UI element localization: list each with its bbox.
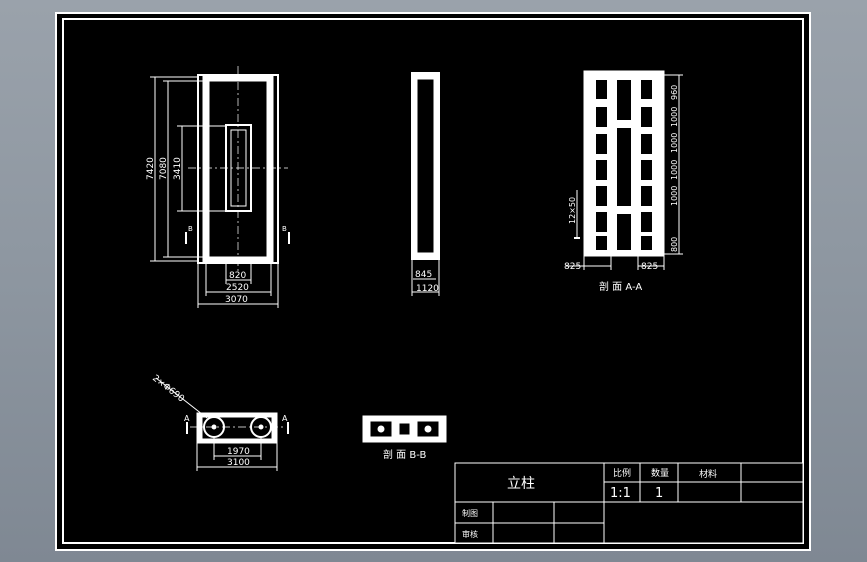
side-left-wall	[411, 72, 418, 260]
opening	[641, 160, 652, 180]
dim-label-1000-a: 1000	[670, 107, 679, 127]
section-aa-labels: 960 1000 1000 1000 1000 800 12×50 825 82…	[564, 85, 679, 293]
dim-label-3410: 3410	[173, 157, 183, 180]
section-bb	[362, 415, 447, 443]
dim-label-2520: 2520	[226, 283, 249, 293]
front-left-wall	[202, 79, 210, 259]
section-bb-hole-left	[377, 425, 385, 433]
opening	[596, 186, 607, 206]
dim-label-1120: 1120	[416, 284, 439, 294]
dim-label-800: 800	[670, 237, 679, 252]
dim-label-845: 845	[415, 270, 432, 280]
section-a-left-label: A	[184, 414, 190, 423]
dim-label-spacing: 12×50	[568, 197, 577, 224]
side-view-labels: 845 1120	[415, 270, 439, 294]
title-block	[454, 462, 804, 544]
side-view	[411, 72, 440, 296]
dim-label-7080: 7080	[159, 157, 169, 180]
front-view	[150, 66, 290, 308]
dim-label-1970: 1970	[227, 447, 250, 457]
section-aa-openings	[596, 80, 652, 250]
section-bb-center-opening	[398, 422, 411, 436]
dim-label-960: 960	[670, 85, 679, 100]
opening	[641, 80, 652, 99]
dim-label-820: 820	[229, 271, 246, 281]
quantity-header: 数量	[651, 467, 669, 479]
opening	[641, 186, 652, 206]
opening	[596, 160, 607, 180]
opening	[641, 134, 652, 154]
dim-label-825-right: 825	[641, 262, 658, 272]
quantity-value: 1	[655, 486, 663, 501]
opening	[641, 107, 652, 127]
scale-header: 比例	[613, 467, 631, 479]
dim-label-1000-b: 1000	[670, 133, 679, 153]
side-right-wall	[433, 72, 440, 260]
dim-label-7420: 7420	[146, 157, 156, 180]
section-a-right-label: A	[282, 414, 288, 423]
opening	[617, 80, 631, 120]
section-aa	[566, 70, 683, 270]
dim-label-3070: 3070	[225, 295, 248, 305]
opening	[596, 134, 607, 154]
checked-label: 审核	[462, 529, 478, 539]
side-bottom-wall	[411, 252, 440, 260]
section-bb-labels: 剖 面 B-B	[383, 448, 426, 461]
opening	[641, 212, 652, 232]
opening	[596, 236, 607, 250]
opening	[641, 236, 652, 250]
scale-value: 1:1	[610, 486, 631, 501]
inner-frame	[62, 18, 804, 544]
opening	[596, 80, 607, 99]
section-b-left-label: B	[188, 225, 193, 233]
title-block-frame	[454, 462, 804, 544]
section-aa-title: 剖 面 A-A	[599, 280, 642, 293]
section-b-right-label: B	[282, 225, 287, 233]
dim-label-825-left: 825	[564, 262, 581, 272]
material-header: 材料	[699, 468, 717, 480]
drawn-label: 制图	[462, 508, 478, 518]
part-name: 立柱	[507, 476, 535, 492]
sheet-background	[55, 12, 811, 551]
opening	[596, 212, 607, 232]
section-bb-title: 剖 面 B-B	[383, 448, 426, 461]
title-block-labels: 立柱 比例 数量 材料 1:1 1 制图 审核	[462, 467, 717, 539]
top-view	[155, 377, 289, 471]
opening	[596, 107, 607, 127]
section-bb-hole-right	[424, 425, 432, 433]
holes-leader	[155, 377, 208, 419]
dim-label-3100: 3100	[227, 458, 250, 468]
side-top-wall	[411, 72, 440, 80]
opening	[617, 128, 631, 206]
dim-label-1000-c: 1000	[670, 160, 679, 180]
front-view-labels: 7420 7080 3410 B B 820 2520 3070	[146, 157, 287, 305]
dim-label-1000-d: 1000	[670, 186, 679, 206]
opening	[617, 214, 631, 250]
front-right-wall	[266, 79, 274, 259]
